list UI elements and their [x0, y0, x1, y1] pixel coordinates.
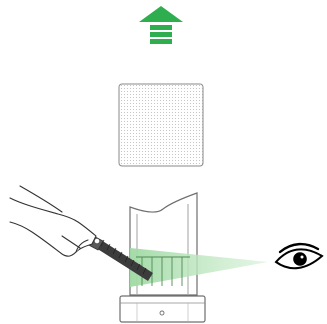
removed-filter [118, 83, 204, 167]
base-button [159, 310, 165, 316]
up-arrow-icon [139, 6, 183, 44]
device-base [119, 295, 206, 323]
hand-icon [9, 185, 97, 257]
eye-icon [274, 242, 324, 270]
light-beam [130, 248, 268, 287]
